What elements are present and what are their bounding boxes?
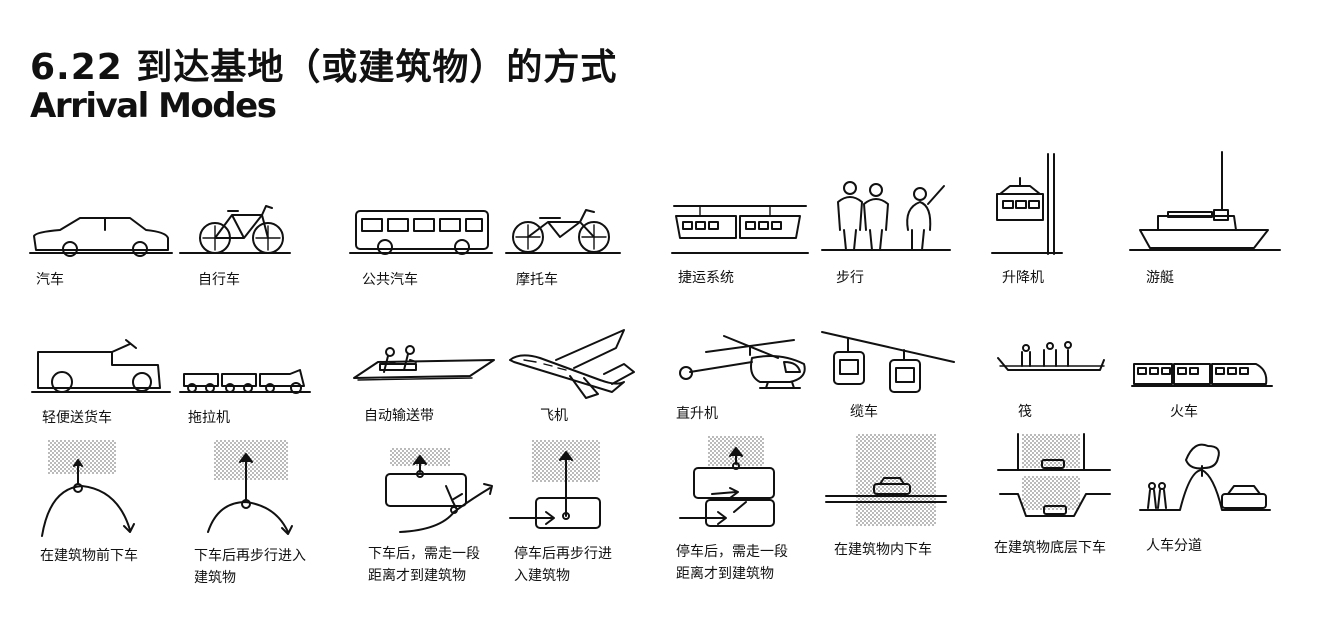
drop-off-at-ground-floor-diagram <box>997 433 1111 517</box>
caption-elevator: 升降机 <box>1002 270 1044 286</box>
caption-pedestrian-vehicle-separation: 人车分道 <box>1146 535 1202 557</box>
train-icon <box>1131 363 1273 387</box>
caption-car: 汽车 <box>36 272 64 288</box>
caption-line: 距离才到建筑物 <box>676 566 774 582</box>
caption-park-then-walk-distance: 停车后，需走一段 距离才到建筑物 <box>676 541 788 585</box>
caption-train: 火车 <box>1170 404 1198 420</box>
elevator-icon <box>991 153 1063 255</box>
cable-car-icon <box>821 331 955 393</box>
caption-moving-walkway: 自动输送带 <box>364 408 434 424</box>
caption-line: 停车后，需走一段 <box>676 544 788 560</box>
car-icon <box>29 217 173 257</box>
caption-drop-off-ground-floor: 在建筑物底层下车 <box>994 537 1106 559</box>
caption-line: 入建筑物 <box>514 568 570 584</box>
caption-motorcycle: 摩托车 <box>516 272 558 288</box>
page-title-chinese: 6.22 到达基地（或建筑物）的方式 <box>30 47 618 88</box>
caption-line: 在建筑物前下车 <box>40 548 138 564</box>
drop-off-in-front-diagram <box>41 440 135 537</box>
park-then-walk-diagram <box>509 440 601 529</box>
caption-line: 下车后，需走一段 <box>368 546 480 562</box>
caption-walk-distance-after-drop-off: 下车后，需走一段 距离才到建筑物 <box>368 543 480 587</box>
bicycle-icon <box>179 205 291 254</box>
caption-transit: 捷运系统 <box>678 270 734 286</box>
park-then-walk-distance-diagram <box>679 436 775 527</box>
pedestrian-vehicle-separation-diagram <box>1139 443 1271 511</box>
moving-walkway-icon <box>353 345 495 381</box>
caption-line: 人车分道 <box>1146 538 1202 554</box>
caption-drop-off-inside: 在建筑物内下车 <box>834 539 932 561</box>
drop-off-inside-building-diagram <box>825 434 947 526</box>
helicopter-icon <box>679 335 806 389</box>
caption-raft: 筏 <box>1018 404 1032 420</box>
airplane-icon <box>509 329 635 399</box>
motorcycle-icon <box>505 209 621 254</box>
caption-line: 停车后再步行进 <box>514 546 612 562</box>
caption-yacht: 游艇 <box>1146 270 1174 286</box>
caption-park-then-walk: 停车后再步行进 入建筑物 <box>514 543 612 587</box>
caption-helicopter: 直升机 <box>676 406 718 422</box>
caption-walk-after-drop-off: 下车后再步行进入 建筑物 <box>194 545 306 589</box>
delivery-van-icon <box>31 339 171 393</box>
caption-line: 建筑物 <box>194 570 236 586</box>
tractor-icon <box>179 369 311 394</box>
caption-delivery-van: 轻便送货车 <box>42 410 112 426</box>
caption-bus: 公共汽车 <box>362 272 418 288</box>
caption-tractor: 拖拉机 <box>188 410 230 426</box>
caption-line: 在建筑物底层下车 <box>994 540 1106 556</box>
caption-bicycle: 自行车 <box>198 272 240 288</box>
caption-walking: 步行 <box>836 270 864 286</box>
walk-distance-after-drop-off-diagram <box>385 448 493 533</box>
caption-drop-off-front: 在建筑物前下车 <box>40 545 138 567</box>
yacht-icon <box>1129 151 1281 251</box>
page-title-english: Arrival Modes <box>30 86 277 126</box>
bus-icon <box>349 210 493 255</box>
caption-line: 下车后再步行进入 <box>194 548 306 564</box>
caption-airplane: 飞机 <box>540 408 568 424</box>
caption-line: 距离才到建筑物 <box>368 568 466 584</box>
walking-icon <box>821 181 951 251</box>
caption-cable-car: 缆车 <box>850 404 878 420</box>
raft-icon <box>997 341 1105 371</box>
caption-line: 在建筑物内下车 <box>834 542 932 558</box>
walk-after-drop-off-diagram <box>207 440 293 535</box>
transit-system-icon <box>671 205 809 254</box>
